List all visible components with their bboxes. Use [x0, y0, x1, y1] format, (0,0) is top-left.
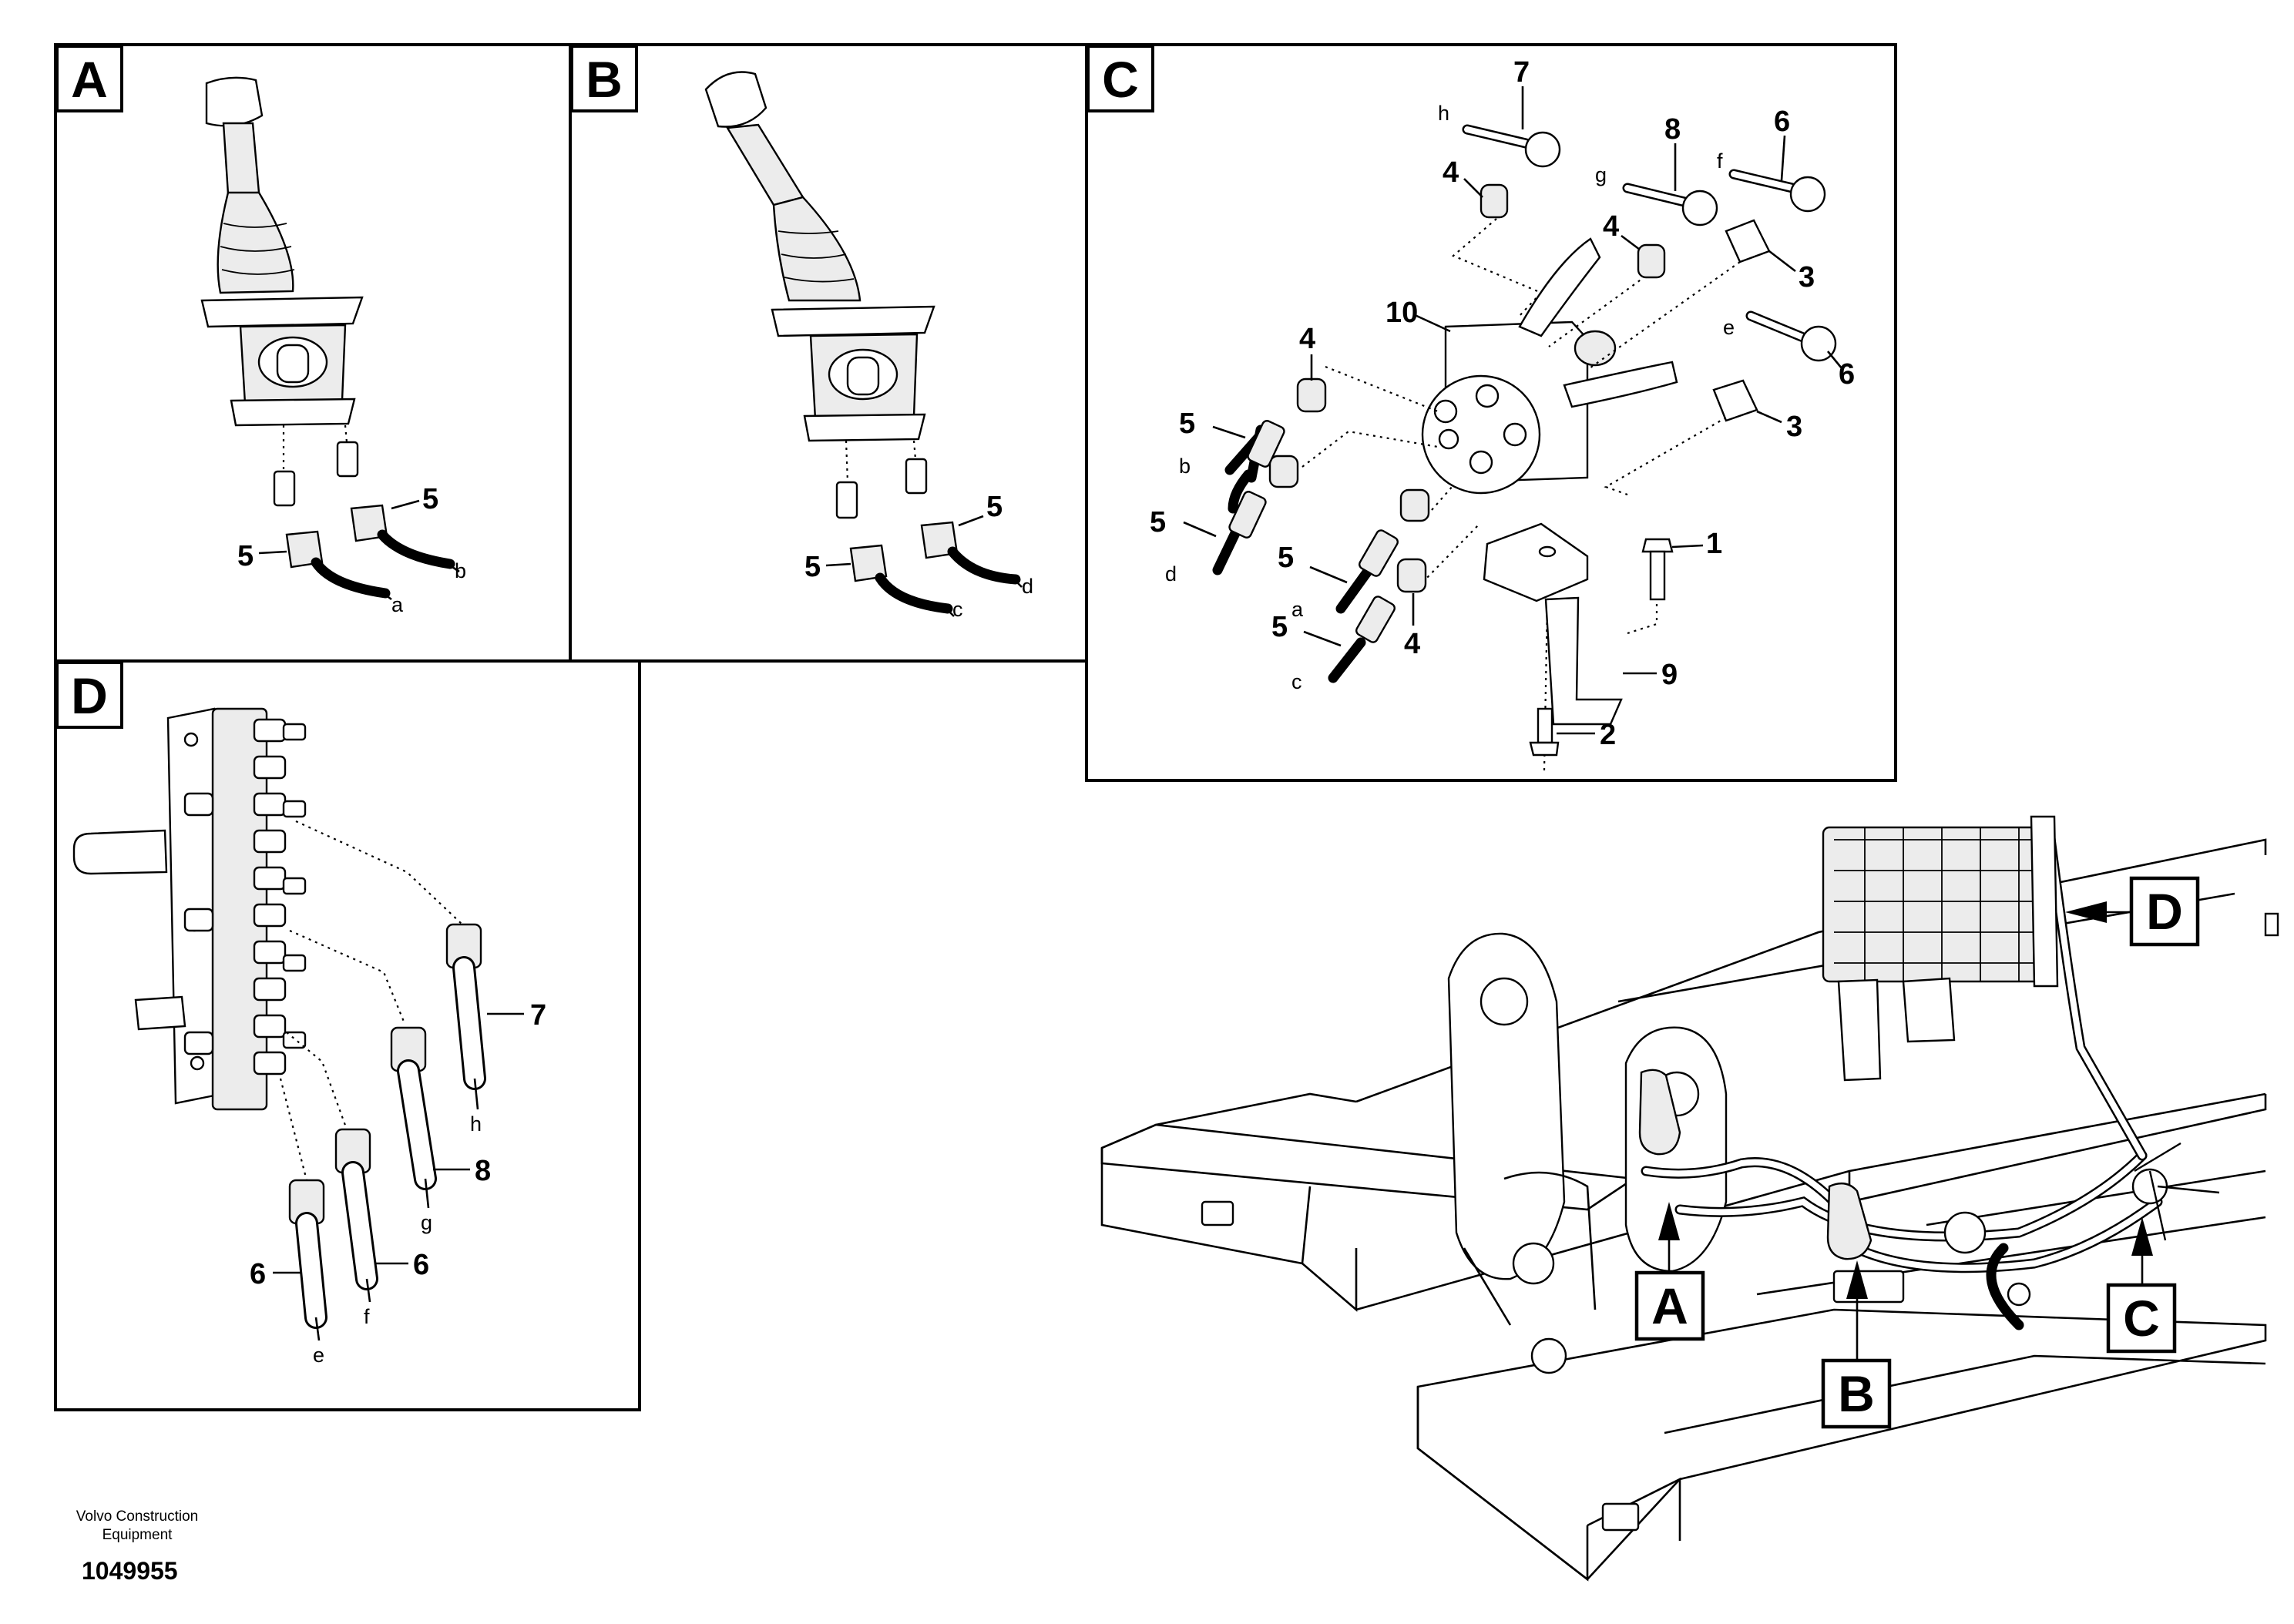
- valve-block-10: [1421, 237, 1678, 495]
- panel-c-label-3-top: 3: [1799, 261, 1815, 294]
- panel-c-label-5-c: 5: [1271, 611, 1288, 643]
- panel-b-end-d: d: [1022, 575, 1033, 598]
- panel-d-end-g: g: [421, 1211, 432, 1234]
- panel-a-end-b: b: [455, 559, 466, 582]
- panel-c-end-h: h: [1438, 102, 1449, 125]
- panel-c-label-5-a: 5: [1278, 542, 1294, 574]
- panel-c-leader-lines: [1183, 86, 1843, 735]
- joystick-right: [704, 71, 935, 442]
- panel-d-label-7: 7: [530, 999, 546, 1032]
- panel-c-label-4-bottom: 4: [1404, 628, 1420, 660]
- panel-d-end-e: e: [313, 1344, 324, 1367]
- panel-c-tag: C: [1087, 45, 1154, 112]
- panel-c-label-5-d: 5: [1150, 506, 1166, 539]
- panel-d-hoses: [288, 923, 486, 1341]
- company-name-line1: Volvo Construction: [76, 1508, 198, 1525]
- panel-d-dotted-leaders: [279, 820, 463, 1187]
- panel-c-label-3-right: 3: [1786, 411, 1802, 443]
- svg-text:A: A: [71, 51, 108, 108]
- panel-c-label-6-right: 6: [1839, 358, 1855, 391]
- panel-c-label-8: 8: [1664, 113, 1681, 146]
- callout-d: D: [2065, 876, 2200, 947]
- svg-text:C: C: [1102, 51, 1139, 108]
- bolt-2: [1529, 707, 1560, 757]
- panel-c-label-2: 2: [1600, 719, 1616, 751]
- panel-d-end-h: h: [470, 1112, 482, 1136]
- bolt-1: [1641, 538, 1674, 601]
- drawing-number: 1049955: [82, 1557, 178, 1585]
- panel-c-end-d: d: [1165, 562, 1177, 586]
- panel-c-end-c: c: [1291, 670, 1302, 693]
- panel-c-hoses: [1212, 124, 1837, 683]
- callout-a: A: [1634, 1202, 1705, 1341]
- callout-c: C: [2106, 1217, 2177, 1354]
- panel-c-label-4-left: 4: [1299, 323, 1315, 355]
- callout-b: B: [1821, 1260, 1892, 1429]
- panel-a-connectors: [258, 424, 460, 601]
- panel-a-label-5-right: 5: [422, 483, 438, 515]
- panel-c-label-9: 9: [1661, 659, 1678, 691]
- panel-c-label-1: 1: [1706, 528, 1722, 560]
- joystick-left: [200, 76, 364, 427]
- panel-d-label-6-right: 6: [413, 1249, 429, 1281]
- panel-c-frame: [1085, 43, 1897, 782]
- panel-d-label-6-left: 6: [250, 1258, 266, 1290]
- panel-c-end-e: e: [1723, 316, 1735, 339]
- panel-c-label-6-top: 6: [1774, 106, 1790, 138]
- panel-d-label-8: 8: [475, 1155, 491, 1187]
- manifold-block: [72, 707, 268, 1111]
- panel-d-frame: [54, 659, 641, 1411]
- panel-c-label-10: 10: [1385, 297, 1418, 329]
- panel-a-end-a: a: [391, 593, 404, 616]
- machine-frame: [1100, 815, 2279, 1582]
- panel-c-label-5-b: 5: [1179, 408, 1195, 440]
- panel-c-end-b: b: [1179, 455, 1191, 478]
- panel-b-label-5-left: 5: [804, 551, 821, 583]
- panel-b-label-5-right: 5: [986, 491, 1003, 523]
- panel-c-end-f: f: [1717, 149, 1723, 173]
- panel-c-label-7: 7: [1513, 56, 1530, 89]
- svg-text:D: D: [71, 667, 108, 724]
- svg-text:B: B: [1838, 1365, 1875, 1422]
- panel-b-tag: B: [570, 45, 638, 112]
- panel-d-end-f: f: [364, 1305, 370, 1328]
- panel-b-end-c: c: [952, 598, 963, 621]
- manifold-ports: [183, 718, 307, 1075]
- svg-text:B: B: [586, 51, 623, 108]
- panel-b-connectors: [825, 440, 1023, 617]
- panel-d-tag: D: [55, 661, 123, 729]
- panel-c-label-4-mid: 4: [1603, 210, 1619, 243]
- panel-a-label-5-left: 5: [237, 540, 254, 572]
- svg-text:A: A: [1651, 1277, 1688, 1334]
- svg-text:C: C: [2123, 1290, 2160, 1347]
- panel-c-end-a: a: [1291, 598, 1304, 621]
- company-name-line2: Equipment: [102, 1527, 173, 1543]
- panel-c-fittings: [1268, 183, 1771, 593]
- panel-a-tag: A: [55, 45, 123, 112]
- panel-c-end-g: g: [1595, 163, 1607, 186]
- bracket-9: [1483, 522, 1623, 726]
- panel-d-leader-lines: [273, 1012, 524, 1274]
- svg-text:D: D: [2146, 883, 2183, 940]
- panel-c-label-4-top: 4: [1443, 156, 1459, 189]
